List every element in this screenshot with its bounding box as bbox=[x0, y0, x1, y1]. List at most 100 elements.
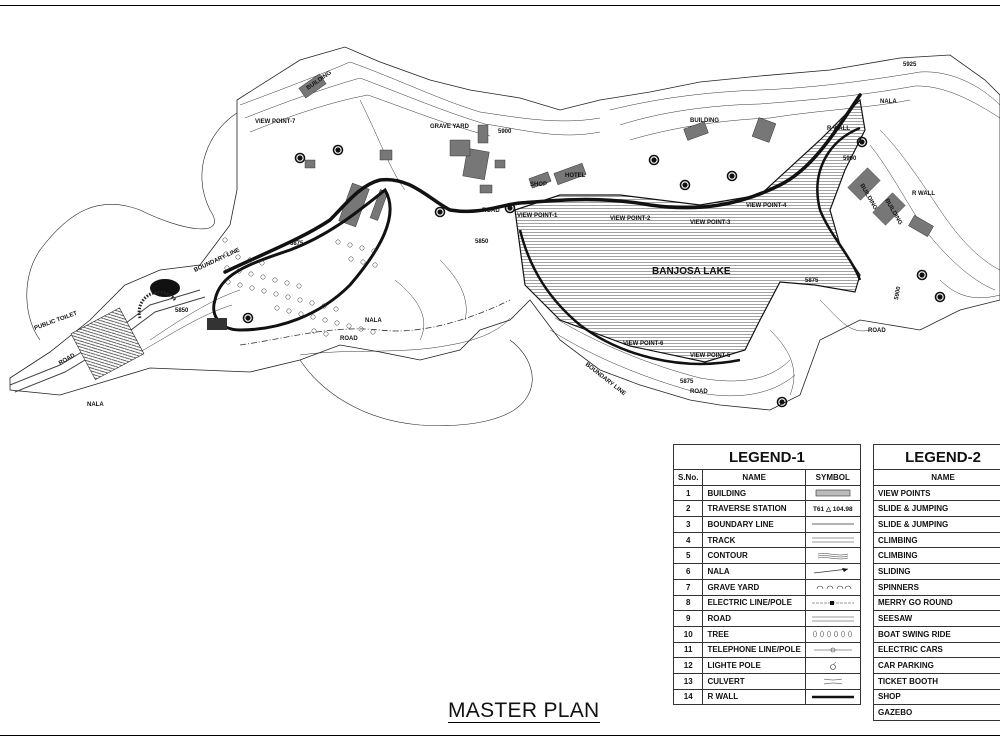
contour-lines bbox=[139, 61, 1000, 397]
tree-marker bbox=[348, 256, 354, 262]
legend-1-sno: 7 bbox=[672, 578, 704, 596]
legend-2-name: BOAT SWING RIDE bbox=[873, 625, 1000, 643]
contour-line bbox=[939, 279, 1000, 299]
legend-1-sno: 9 bbox=[672, 610, 704, 627]
legend-symbol-grave-arcs bbox=[816, 585, 852, 590]
legend-1-header-name: NAME bbox=[702, 469, 806, 486]
legend-1-header-symbol: SYMBOL bbox=[804, 469, 861, 486]
building-block bbox=[847, 167, 881, 201]
legend-2-name: SHOP bbox=[873, 688, 1000, 706]
view-point-marker bbox=[242, 312, 254, 324]
legend-2-row: CLIMBING bbox=[873, 547, 1000, 565]
view-point-marker-dot bbox=[729, 173, 735, 179]
building-block bbox=[494, 159, 506, 169]
legend-2-row: BOAT SWING RIDE bbox=[873, 625, 1000, 643]
view-point-marker-dot bbox=[682, 182, 688, 188]
view-point-marker-dot bbox=[437, 209, 443, 215]
building-block bbox=[872, 192, 906, 226]
traverse-station-value: 104.98 bbox=[832, 505, 853, 513]
tree-marker bbox=[298, 311, 304, 317]
legend-symbol-hatch-box bbox=[815, 489, 851, 497]
tree-marker bbox=[323, 331, 329, 337]
contour-line bbox=[244, 77, 601, 136]
tree-marker bbox=[273, 291, 279, 297]
legend-2-row: MERRY GO ROUND bbox=[873, 594, 1000, 612]
contour-line bbox=[359, 99, 406, 191]
road-label-north: ROAD bbox=[482, 208, 500, 214]
tree-marker bbox=[297, 297, 303, 303]
legend-1-sno: 8 bbox=[672, 594, 704, 612]
nala-label-north: NALA bbox=[880, 99, 897, 105]
legend-1-sno: 14 bbox=[672, 688, 704, 706]
tree-marker bbox=[334, 320, 340, 326]
boundary-curve-south bbox=[299, 339, 533, 426]
legend-symbol-telephone-pole bbox=[813, 647, 852, 653]
legend-2-row: SLIDE & JUMPING bbox=[873, 516, 1000, 533]
bottom-border-line bbox=[0, 735, 1000, 736]
contour-line bbox=[609, 71, 1000, 111]
tree-marker bbox=[358, 326, 364, 332]
legend-1-sno: 6 bbox=[672, 563, 704, 580]
legend-symbol-culvert bbox=[823, 678, 842, 685]
legend-1-name: BUILDING bbox=[702, 484, 806, 502]
legend-1-name: LIGHTE POLE bbox=[702, 657, 806, 674]
contour-line bbox=[879, 129, 1000, 271]
view-point-markers bbox=[242, 136, 946, 408]
tree-marker bbox=[322, 317, 328, 323]
view-point-marker-dot bbox=[779, 399, 785, 405]
legend-symbol-nala-arrow bbox=[813, 568, 848, 574]
legend-symbol-double-line bbox=[811, 537, 854, 543]
tree-marker bbox=[222, 237, 228, 243]
legend-2-row: SLIDE & JUMPING bbox=[873, 500, 1000, 518]
contour-line bbox=[769, 329, 795, 396]
building-block bbox=[528, 171, 552, 189]
legend-1-header-row: S.No. NAME SYMBOL bbox=[672, 469, 861, 486]
legend-1-sno: 4 bbox=[672, 531, 704, 549]
tree-marker bbox=[359, 245, 365, 251]
view-point-marker-dot bbox=[507, 205, 513, 211]
road-label-south: ROAD bbox=[690, 389, 708, 395]
legend-1-symbol-cell: T61 △ 104.98 bbox=[804, 500, 861, 518]
legend-2-row: CAR PARKING bbox=[873, 657, 1000, 674]
contour-line bbox=[139, 304, 233, 353]
tree-markers bbox=[222, 237, 378, 337]
legend-1-symbol-cell bbox=[804, 672, 861, 690]
tree-marker bbox=[261, 288, 267, 294]
view-point-marker bbox=[776, 396, 788, 408]
view-point-marker-dot bbox=[919, 272, 925, 278]
contour-line bbox=[299, 317, 511, 356]
top-border-line bbox=[0, 5, 1000, 6]
building-block bbox=[683, 121, 709, 141]
legend-1-symbol-cell bbox=[804, 641, 861, 659]
legend-symbol-trees bbox=[813, 630, 852, 638]
legend-2-name: VIEW POINTS bbox=[873, 484, 1000, 502]
tree-marker bbox=[296, 283, 302, 289]
building-blocks bbox=[298, 73, 934, 237]
shop-label: SHOP bbox=[530, 182, 547, 188]
contour-line bbox=[394, 279, 425, 341]
legend-1-title: LEGEND-1 bbox=[673, 444, 861, 469]
view-point-marker bbox=[726, 170, 738, 182]
legend-1-name: GRAVE YARD bbox=[702, 578, 806, 596]
contour-5925: 5925 bbox=[903, 62, 917, 68]
legend-2-row: ELECTRIC CARS bbox=[873, 641, 1000, 659]
legend-2-row: TICKET BOOTH bbox=[873, 672, 1000, 690]
view-point-marker bbox=[504, 202, 516, 214]
legend-1-symbol-cell bbox=[804, 516, 861, 533]
legend-2-name: ELECTRIC CARS bbox=[873, 641, 1000, 659]
contour-line bbox=[239, 61, 601, 122]
view-point-3-label: VIEW POINT-3 bbox=[690, 220, 731, 226]
contour-line bbox=[439, 259, 467, 321]
building-block bbox=[908, 215, 934, 237]
legend-1-sno: 2 bbox=[672, 500, 704, 518]
contour-5850-west: 5850 bbox=[175, 308, 189, 314]
legend-1-symbol-cell bbox=[804, 625, 861, 643]
building-block bbox=[304, 159, 316, 169]
